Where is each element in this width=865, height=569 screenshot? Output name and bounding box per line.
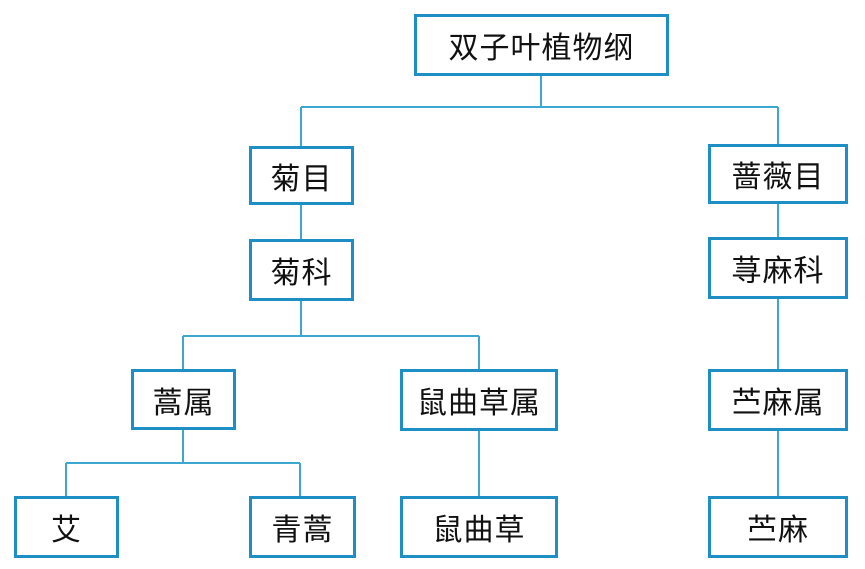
node-asteraceae-family: 菊科	[249, 239, 354, 301]
node-gnaphalium-genus: 鼠曲草属	[400, 369, 558, 431]
node-urticaceae-family: 荨麻科	[708, 237, 848, 299]
node-ramie-species: 苎麻	[708, 496, 848, 558]
node-sweet-wormwood-species: 青蒿	[249, 496, 356, 558]
node-mugwort-species: 艾	[14, 496, 119, 558]
node-artemisia-genus: 蒿属	[131, 369, 236, 430]
node-rosales-order: 蔷薇目	[708, 144, 848, 204]
node-dicotyledon-class: 双子叶植物纲	[414, 14, 669, 76]
node-cudweed-species: 鼠曲草	[400, 496, 558, 558]
node-boehmeria-genus: 苎麻属	[708, 369, 848, 431]
node-asterales-order: 菊目	[249, 146, 354, 205]
